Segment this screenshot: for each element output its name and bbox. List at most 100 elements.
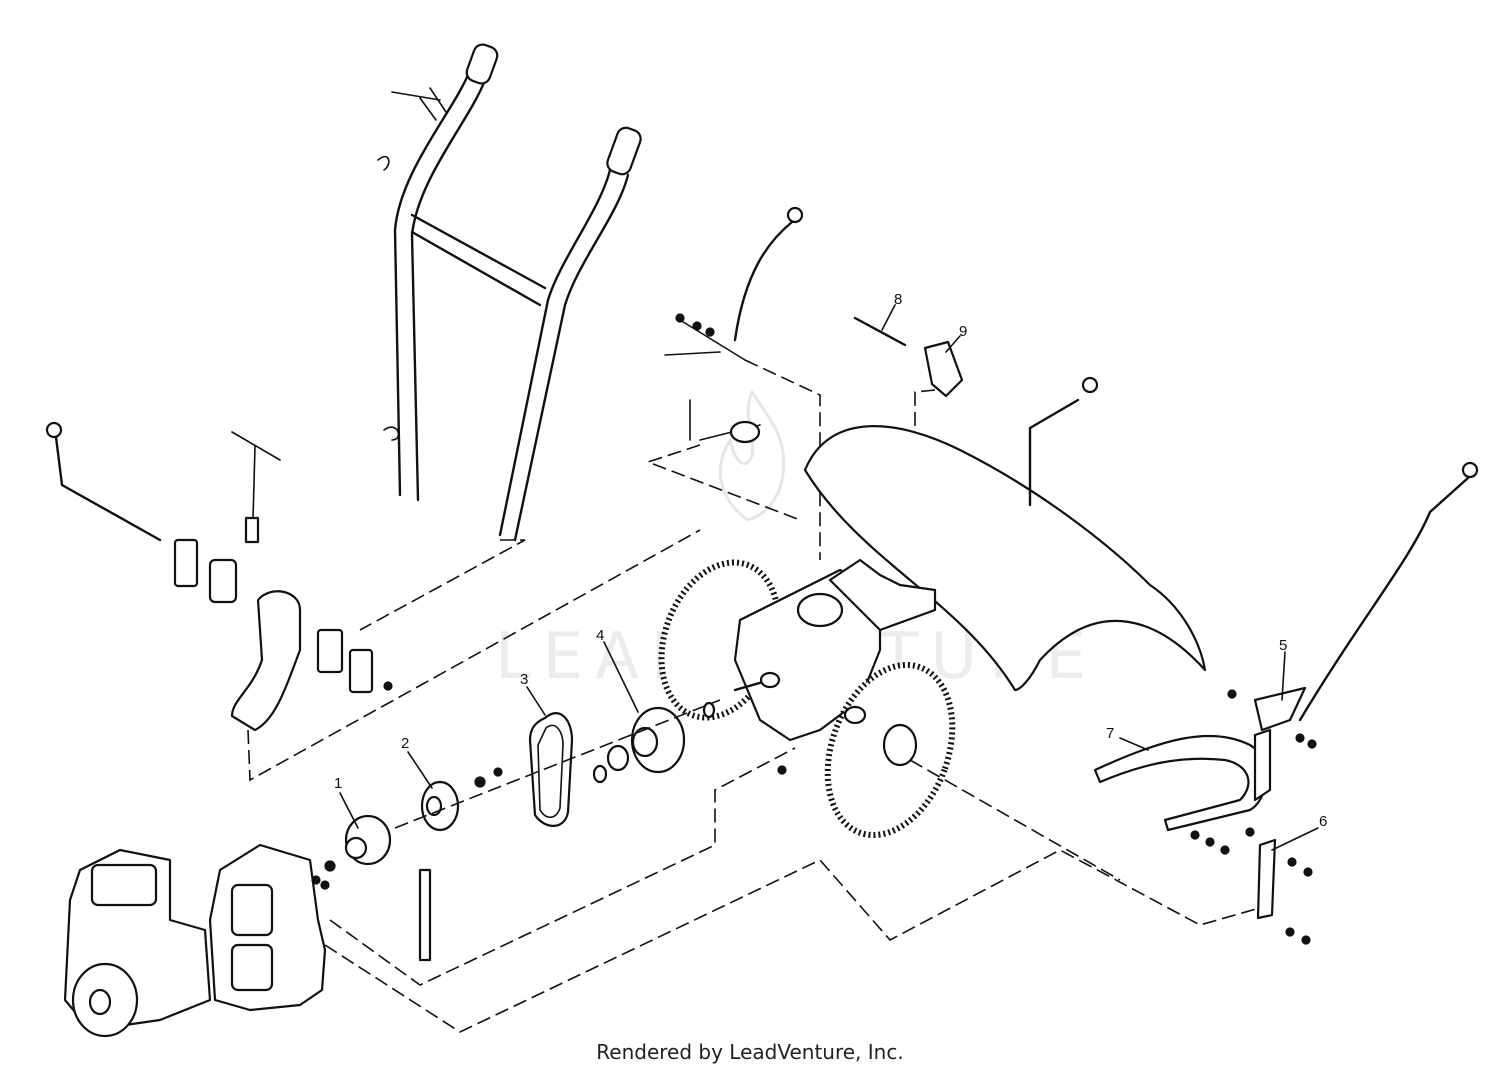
fuel-tank [90,863,158,907]
bracket-part-5 [1253,686,1307,732]
callout-7: 7 [1106,725,1114,742]
handle-clip-lower [383,426,400,441]
transmission-group [658,558,1121,881]
callout-leaders [339,304,1319,851]
washer-6c [1285,927,1295,937]
drag-lever-rod [1298,476,1470,722]
right-wheel-hub [882,723,918,767]
washer-2 [692,321,702,331]
control-lever-base [230,590,302,732]
washer-1a [324,860,336,872]
bolt-a [320,880,330,890]
callout-numbers: 1 2 3 4 5 6 7 8 9 [334,291,1327,830]
assembly-leader-frame [324,747,1271,1033]
washer-6a [1245,827,1255,837]
callout-9: 9 [959,323,967,340]
housing-window-top [230,883,274,937]
callout-1: 1 [334,775,342,792]
clutch-leader [645,359,821,560]
spacer-4 [702,701,716,719]
tine-shield [803,425,1207,692]
washer-5 [1295,733,1305,743]
washer-2a [474,776,486,788]
handle-clip-upper [377,155,390,171]
shaft-centerline [394,699,721,829]
callout-4: 4 [596,627,604,644]
link-plate-part-6 [1256,838,1277,920]
nut-6 [1303,867,1313,877]
left-grip [465,43,499,85]
throttle-t-handle [231,431,281,521]
handle-leader [359,539,526,631]
callout-6: 6 [1319,813,1327,830]
leader-3 [526,686,546,716]
handlebar-assembly [359,43,642,631]
handle-clamp [391,87,447,121]
bracket-part-9 [923,340,964,398]
right-grip [606,126,642,176]
drag-stake-part-7 [1093,734,1268,832]
leader-8 [881,304,896,331]
bolt-b [311,875,321,885]
clutch-knob [786,206,804,224]
tine-shield-group [803,376,1207,692]
pulley-1-hub [344,836,368,860]
pulley-4-hub [631,726,659,758]
callout-5: 5 [1279,637,1287,654]
drag-lever-knob [1461,461,1479,479]
washer-1 [675,313,685,323]
bolt-6 [1301,935,1311,945]
handlebar-right-tube [498,168,630,542]
leader-9 [945,335,961,353]
left-control-group [45,421,701,782]
callout-8: 8 [894,291,902,308]
callout-3: 3 [520,671,528,688]
spring [244,516,260,544]
bolt-5 [1227,689,1237,699]
mounting-bolt [418,868,432,962]
leader-2 [407,751,433,789]
watermark-flame-icon [718,388,786,522]
washer-7a [1190,830,1200,840]
washer-3 [705,327,715,337]
pivot-block [208,558,238,604]
nut-2 [493,767,503,777]
v-belt-part-3 [528,712,574,827]
leader-1 [339,792,359,829]
axle-leader [909,759,1121,881]
callout-2: 2 [401,735,409,752]
depth-stake-rod [1028,398,1080,507]
engine-group [63,843,432,1038]
washer-4a [606,744,630,772]
shift-rod-knob [45,421,63,439]
handlebar-crossbar [410,213,547,307]
depth-bar [1253,728,1272,802]
nut [383,681,393,691]
left-control-leader [247,529,701,782]
handle-mount [828,558,937,632]
clamp-small [348,648,374,694]
pin-part-8 [853,316,907,347]
flywheel-hub [88,988,112,1016]
bracket-left [173,538,199,588]
drag-bar-group [1093,461,1479,945]
housing-window-bottom [230,943,274,992]
depth-knob [1081,376,1099,394]
bracket-right [316,628,344,674]
input-hub [759,671,781,689]
axle-end [843,705,867,725]
nut-7 [1220,845,1230,855]
drive-train-group [324,699,721,872]
idler-arm [729,420,761,444]
handlebar-left-tube [393,68,487,502]
v-belt-inner [537,724,564,819]
leader-7 [1119,737,1149,751]
footer-credit: Rendered by LeadVenture, Inc. [596,1040,904,1064]
gearbox-cap [796,592,844,628]
washer-6b [1287,857,1297,867]
bolt [777,765,787,775]
leader-4 [603,641,639,713]
nut-5 [1307,739,1317,749]
